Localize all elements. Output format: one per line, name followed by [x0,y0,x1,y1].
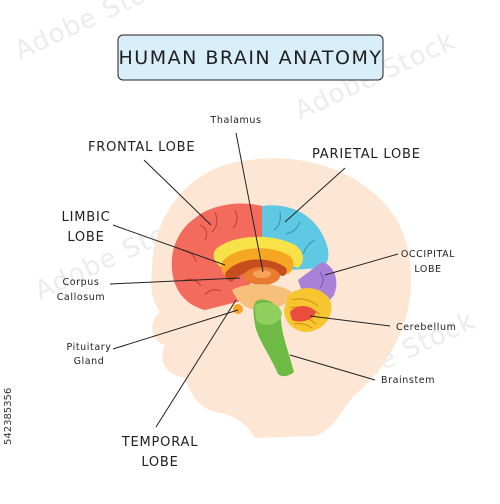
label-temporal-line2: LOBE [141,455,178,470]
label-occipital-line2: LOBE [414,264,441,275]
label-limbic-line1: LIMBIC [62,210,111,225]
label-pituitary-line1: Pituitary [66,342,111,353]
label-thalamus: Thalamus [209,115,261,126]
label-parietal-lobe: PARIETAL LOBE [312,147,421,162]
cerebellum-inner [290,306,316,322]
label-pituitary-line2: Gland [74,356,105,367]
labels: FRONTAL LOBE Thalamus PARIETAL LOBE LIMB… [57,115,456,470]
label-limbic-line2: LOBE [67,230,104,245]
thalamus-highlight [253,270,271,278]
leader-corpus [109,277,241,285]
leader-cerebellum [309,315,391,327]
leader-frontal [143,159,212,226]
leader-temporal [155,299,237,428]
leader-limbic [112,224,226,266]
label-corpus-line1: Corpus [63,277,100,288]
parietal-sulci [273,211,316,255]
label-frontal-lobe: FRONTAL LOBE [88,140,195,155]
pituitary-gland [233,304,243,314]
stock-id: 542385356 [3,388,14,445]
leader-occipital [324,253,399,276]
title-box [117,34,384,81]
leader-lines [109,132,399,428]
leader-pituitary [112,309,239,350]
label-brainstem: Brainstem [381,375,435,386]
label-corpus-line2: Callosum [57,292,106,303]
midbrain-region [232,284,292,310]
label-occipital-line1: OCCIPITAL [401,249,455,260]
leader-brainstem [289,354,376,381]
pons [255,302,282,325]
leader-parietal [284,167,346,223]
leader-thalamus [235,132,264,273]
page-title: HUMAN BRAIN ANATOMY [119,47,383,69]
label-temporal-line1: TEMPORAL [121,435,198,450]
label-cerebellum: Cerebellum [396,322,456,333]
